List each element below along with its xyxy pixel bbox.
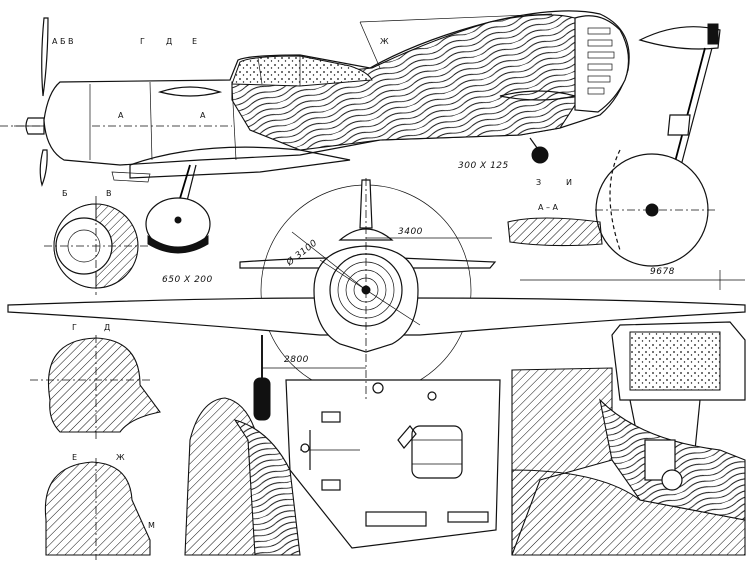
tail-wheel-detail: [595, 23, 721, 267]
section-mark-e: Е: [192, 37, 197, 46]
fuselage-interior-section: М: [148, 397, 301, 556]
section-mark-a-left: А: [118, 111, 124, 120]
section-ezh: Е Ж: [44, 453, 151, 560]
side-view: А Б В Г Д Е Ж А А З И 300 X 125: [14, 10, 630, 254]
camouflage-area: [231, 14, 581, 151]
section-mark-z: З: [536, 178, 541, 187]
section-mark-a-right: А: [200, 111, 206, 120]
cockpit-floor-plan: [285, 379, 501, 549]
canopy-side: [231, 55, 373, 87]
svg-text:Г: Г: [72, 323, 77, 332]
wheel-scale-label: 650 X 200: [162, 275, 213, 285]
section-aa: А – А: [507, 203, 603, 247]
section-mark-i: И: [566, 178, 572, 187]
svg-text:М: М: [148, 521, 155, 530]
rudder-pedals: [300, 411, 360, 491]
section-mark-d: Д: [166, 37, 172, 46]
seat: [411, 425, 463, 479]
svg-text:В: В: [106, 189, 112, 198]
svg-text:Б: Б: [62, 189, 68, 198]
main-wheel-side: [145, 197, 211, 254]
tail-wheel: [531, 146, 549, 164]
cockpit-glazing: [629, 331, 721, 391]
section-mark-g: Г: [140, 37, 145, 46]
section-mark-zh: Ж: [380, 37, 389, 46]
rudder-ribs: [587, 27, 615, 95]
section-gd: Г Д: [30, 323, 161, 440]
svg-text:Д: Д: [104, 323, 110, 332]
svg-text:Е: Е: [72, 453, 77, 462]
svg-text:9678: 9678: [650, 267, 675, 277]
cockpit-cutaway: [511, 321, 746, 556]
svg-text:Ж: Ж: [116, 453, 125, 462]
wheel-section: Б В 650 X 200: [44, 189, 213, 295]
tail-span-label: 3400: [398, 227, 423, 237]
front-view: 3400 Ø 3100 2800: [7, 179, 746, 421]
svg-text:А – А: А – А: [538, 203, 559, 212]
prop-diameter-label: Ø 3100: [284, 237, 320, 268]
dimension-9678: 9678: [520, 267, 745, 290]
section-mark-abv: А Б В: [52, 37, 74, 46]
track-label: 2800: [284, 355, 309, 365]
fuselage-scale-label: 300 X 125: [458, 161, 509, 171]
